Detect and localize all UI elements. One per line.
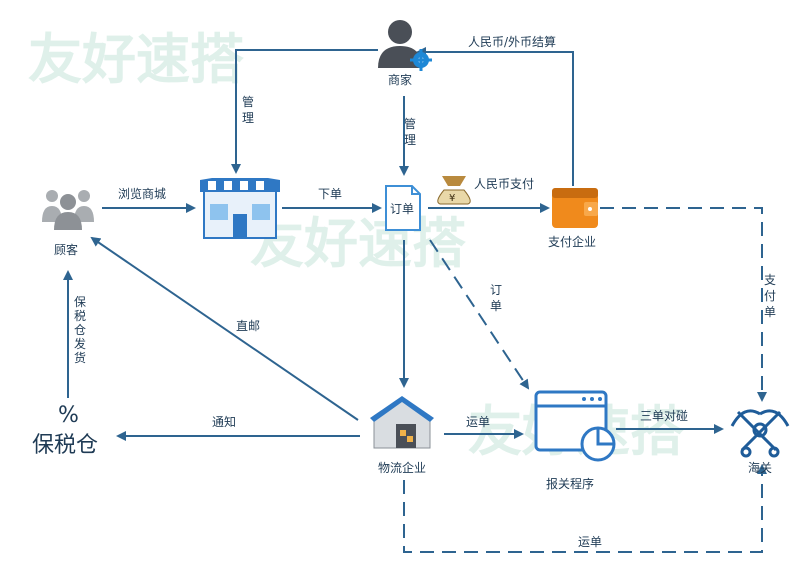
edge-settlement	[416, 47, 574, 186]
label-payment-order-1: 支	[764, 273, 776, 287]
store-node	[200, 178, 280, 239]
customer-node: 顾客	[42, 190, 94, 257]
merchant-label: 商家	[388, 72, 412, 87]
label-three-check: 三单对碰	[640, 409, 688, 423]
edge-order-dashed	[429, 239, 530, 390]
label-order-2: 单	[490, 299, 502, 313]
bonded-label: 保税仓	[32, 433, 98, 458]
watermark-center: 友好速搭	[250, 212, 466, 275]
warehouse-icon	[370, 396, 434, 449]
label-manage-left-2: 理	[242, 111, 254, 125]
edge-waybill-bottom	[403, 464, 767, 553]
payment-node: 支付企业	[548, 188, 598, 249]
logistics-label: 物流企业	[378, 460, 426, 475]
label-waybill-bottom: 运单	[578, 535, 602, 549]
money-bag-icon: ¥	[437, 176, 471, 205]
label-settlement: 人民币/外币结算	[468, 34, 556, 49]
label-bonded-ship-2: 税	[74, 309, 86, 323]
order-label: 订单	[390, 202, 414, 216]
storefront-icon	[200, 178, 280, 239]
customs-program-label: 报关程序	[546, 476, 594, 491]
customs-emblem-icon	[730, 409, 790, 458]
label-bonded-ship-1: 保	[74, 295, 86, 309]
user-gear-icon	[378, 20, 432, 71]
edge-manage-store	[231, 49, 378, 174]
customer-label: 顾客	[54, 242, 78, 257]
label-payment-order-3: 单	[764, 305, 776, 319]
document-icon	[385, 185, 421, 231]
logistics-node: 物流企业	[370, 396, 434, 475]
label-waybill: 运单	[466, 415, 490, 429]
payment-label: 支付企业	[548, 234, 596, 249]
bonded-symbol: %	[58, 403, 79, 428]
label-manage-mid-1: 管	[404, 116, 416, 131]
label-notify: 通知	[212, 415, 236, 429]
label-rmb-pay: 人民币支付	[474, 177, 534, 191]
svg-text:¥: ¥	[449, 193, 455, 204]
label-payment-order-2: 付	[764, 289, 776, 303]
label-place-order: 下单	[318, 187, 342, 201]
wallet-icon	[552, 188, 598, 228]
label-browse: 浏览商城	[118, 186, 166, 201]
edge-direct-mail	[90, 236, 359, 421]
app-window-chart-icon	[534, 390, 616, 462]
label-bonded-ship-4: 发	[74, 336, 86, 351]
label-manage-mid-2: 理	[404, 133, 416, 147]
edge-payment-order	[600, 207, 767, 402]
merchant-node: 商家	[378, 20, 432, 87]
people-group-icon	[42, 190, 94, 230]
customs-node: 海关	[730, 409, 790, 475]
watermark-top-left: 友好速搭	[28, 28, 244, 91]
label-bonded-ship-3: 仓	[74, 323, 86, 337]
order-node: 订单	[385, 185, 421, 231]
bonded-warehouse-node: % 保税仓	[32, 403, 98, 458]
customs-label: 海关	[748, 460, 772, 475]
label-order-1: 订	[490, 283, 502, 297]
label-manage-left-1: 管	[242, 94, 254, 109]
customs-program-node: 报关程序	[534, 390, 616, 491]
label-bonded-ship-5: 货	[74, 350, 86, 365]
label-direct-mail: 直邮	[236, 319, 260, 333]
